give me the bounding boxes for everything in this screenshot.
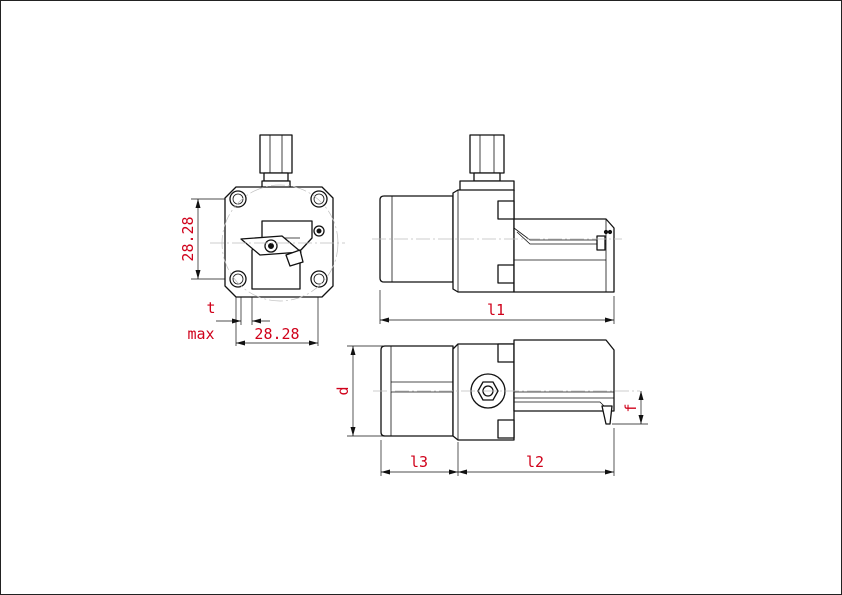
side-view — [372, 134, 622, 293]
dim-l3: l3 — [410, 453, 428, 471]
side-view-dimensions: l1 — [379, 290, 615, 324]
front-clamp — [285, 249, 304, 267]
top-body-step-bottom — [497, 419, 515, 439]
top-cutting-insert — [601, 405, 613, 425]
dim-d: d — [334, 386, 352, 395]
side-body-step-top — [497, 200, 515, 220]
side-tool-head — [513, 218, 615, 293]
front-fitting-neck — [263, 172, 289, 182]
top-view-dimensions: d f l3 l2 — [334, 345, 648, 476]
front-view — [210, 134, 345, 302]
front-hole-bottom-right — [310, 270, 328, 288]
front-hole-top-left — [229, 190, 247, 208]
side-insert-seat — [596, 235, 606, 251]
dim-height-28-28: 28.28 — [179, 216, 197, 261]
front-hole-bottom-left — [229, 270, 247, 288]
dim-l1: l1 — [487, 301, 505, 319]
side-body-step-bottom — [497, 264, 515, 284]
dim-width-28-28: 28.28 — [254, 325, 299, 343]
side-fitting-nut — [469, 134, 505, 174]
dim-l2: l2 — [526, 453, 544, 471]
front-view-dimensions: 28.28 28.28 t max — [179, 198, 319, 346]
front-fitting-nut — [259, 134, 293, 174]
dim-max: max — [187, 325, 214, 343]
top-view — [373, 339, 640, 441]
dim-f: f — [622, 403, 640, 412]
top-tool-head — [513, 339, 615, 412]
side-fitting-neck — [473, 172, 501, 182]
front-hole-top-right — [310, 190, 328, 208]
dim-t: t — [206, 299, 215, 317]
top-body-step-top — [497, 343, 515, 363]
